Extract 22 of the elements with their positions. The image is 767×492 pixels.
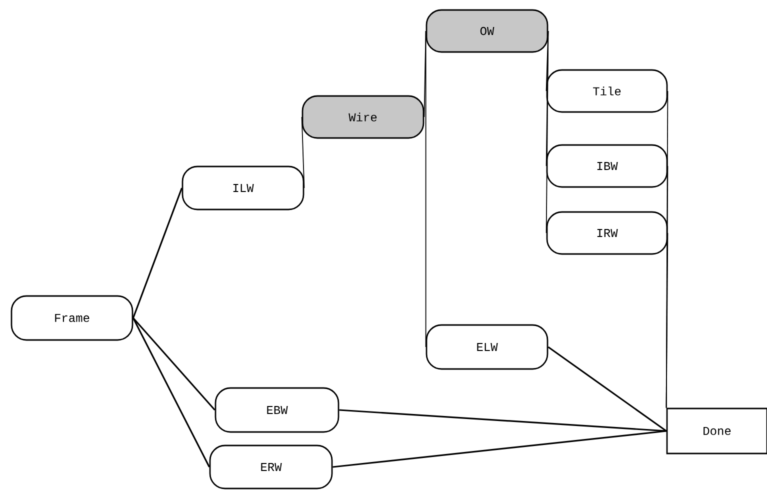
rounded-box: ERW bbox=[209, 444, 333, 490]
shaded-rounded-box: OW bbox=[426, 9, 548, 53]
connector-line bbox=[548, 346, 667, 432]
connector-line bbox=[546, 30, 549, 92]
rounded-box: Frame bbox=[10, 295, 134, 341]
connector-line bbox=[132, 318, 210, 468]
rounded-box: Tile bbox=[546, 69, 668, 113]
connector-line bbox=[132, 317, 216, 411]
box: Done bbox=[666, 408, 767, 454]
connector-line bbox=[666, 232, 668, 408]
connector-line bbox=[301, 116, 305, 188]
connector-line bbox=[339, 409, 666, 432]
rounded-box: IBW bbox=[546, 144, 668, 188]
rounded-box: ELW bbox=[426, 324, 548, 370]
connector-line bbox=[132, 188, 183, 318]
rounded-box: ILW bbox=[182, 166, 304, 210]
shaded-rounded-box: Wire bbox=[302, 95, 424, 139]
rounded-box: IRW bbox=[546, 211, 668, 255]
rounded-box: EBW bbox=[214, 387, 340, 433]
connector-line bbox=[332, 430, 666, 468]
connector-line bbox=[546, 30, 549, 234]
connector-line bbox=[425, 30, 426, 348]
